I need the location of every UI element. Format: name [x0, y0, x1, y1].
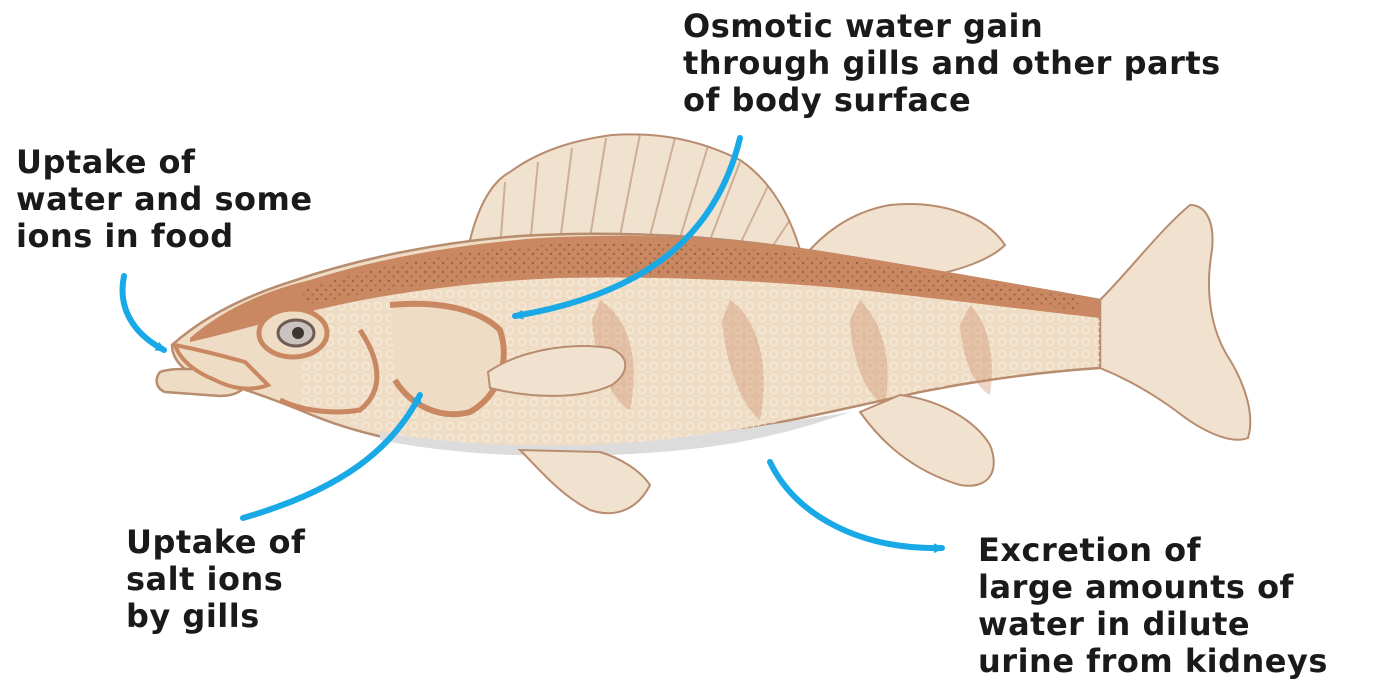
- label-line: Uptake of: [16, 144, 313, 181]
- label-line: Excretion of: [978, 532, 1328, 569]
- eye-pupil: [292, 327, 304, 339]
- label-line: of body surface: [683, 82, 1221, 119]
- label-line: Osmotic water gain: [683, 8, 1221, 45]
- arrow-excretion: [770, 462, 942, 548]
- label-line: through gills and other parts: [683, 45, 1221, 82]
- label-excretion: Excretion of large amounts of water in d…: [978, 532, 1328, 680]
- label-line: ions in food: [16, 218, 313, 255]
- pelvic-fin: [520, 450, 650, 513]
- arrow-food-uptake: [123, 276, 164, 350]
- label-line: water in dilute: [978, 606, 1328, 643]
- label-line: by gills: [126, 598, 305, 635]
- label-line: large amounts of: [978, 569, 1328, 606]
- anal-fin: [860, 395, 994, 486]
- tail-fin: [1100, 205, 1250, 440]
- label-food-uptake: Uptake of water and some ions in food: [16, 144, 313, 255]
- label-line: water and some: [16, 181, 313, 218]
- label-line: salt ions: [126, 561, 305, 598]
- label-line: Uptake of: [126, 524, 305, 561]
- label-salt-uptake: Uptake of salt ions by gills: [126, 524, 305, 635]
- label-osmotic-gain: Osmotic water gain through gills and oth…: [683, 8, 1221, 119]
- label-line: urine from kidneys: [978, 643, 1328, 680]
- gill-cover: [390, 304, 504, 414]
